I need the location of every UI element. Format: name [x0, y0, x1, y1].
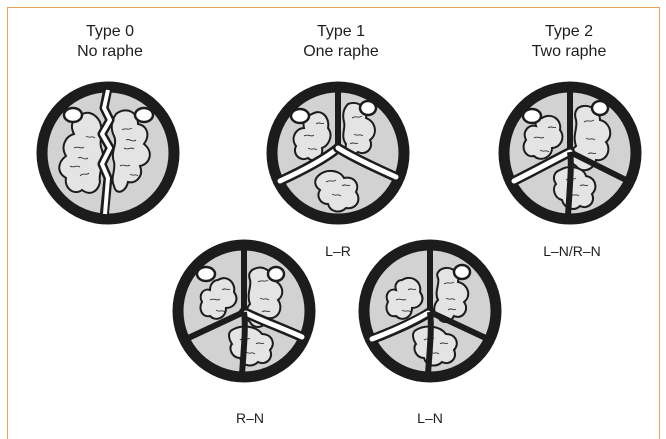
frame-border-right	[659, 7, 660, 439]
valve-type2-lnrn	[496, 78, 644, 228]
frame-border-left	[7, 7, 8, 439]
type2-subheading: Two raphe	[504, 42, 634, 62]
valve-ln	[356, 236, 504, 386]
type0-subheading: No raphe	[45, 42, 175, 62]
type2-heading: Type 2	[514, 22, 624, 42]
frame-border-top	[7, 7, 660, 8]
type1-heading: Type 1	[286, 22, 396, 42]
valve-type0	[34, 78, 182, 228]
type0-heading: Type 0	[55, 22, 165, 42]
valve-rn	[170, 236, 318, 386]
caption-ln: L–N	[400, 409, 460, 427]
valve-type1-lr	[264, 78, 412, 228]
caption-lnrn: L–N/R–N	[522, 242, 622, 260]
caption-rn: R–N	[220, 409, 280, 427]
type1-subheading: One raphe	[276, 42, 406, 62]
